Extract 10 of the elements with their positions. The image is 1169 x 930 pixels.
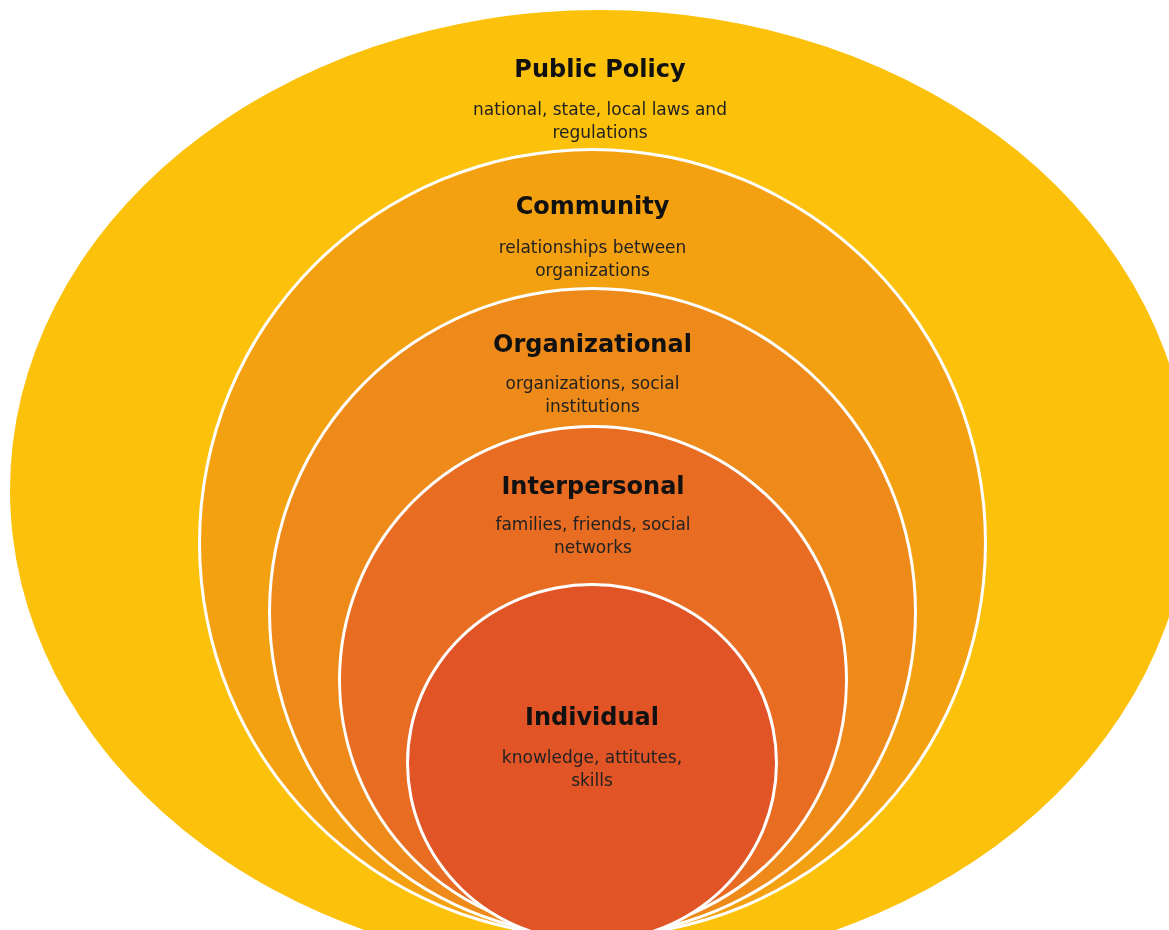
level-heading: Interpersonal bbox=[500, 472, 686, 500]
level-heading: Individual bbox=[524, 703, 660, 731]
level-heading: Community bbox=[514, 192, 671, 220]
level-heading: Public Policy bbox=[513, 55, 687, 83]
level-description: organizations, social institutions bbox=[504, 372, 681, 418]
level-description: national, state, local laws and regulations bbox=[472, 98, 728, 144]
level-description: families, friends, social networks bbox=[494, 513, 692, 559]
level-description: knowledge, attitutes, skills bbox=[500, 746, 684, 792]
level-heading: Organizational bbox=[492, 330, 693, 358]
level-description: relationships between organizations bbox=[497, 236, 688, 282]
